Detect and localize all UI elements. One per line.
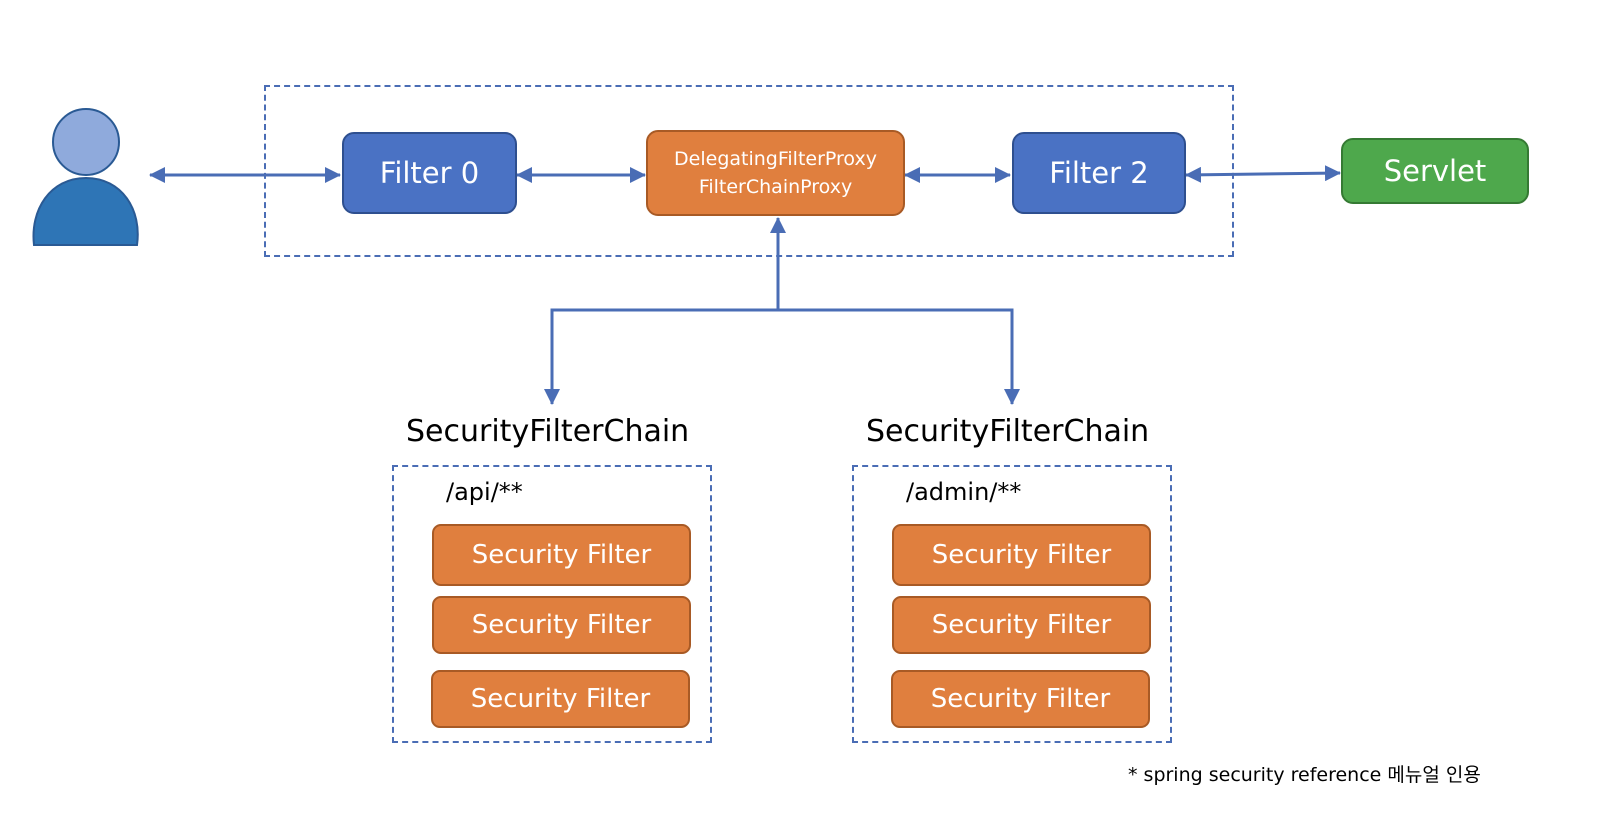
delegating-filter-proxy-box: DelegatingFilterProxy FilterChainProxy [646, 130, 905, 216]
security-filter-label: Security Filter [471, 540, 652, 570]
chain-api-title: SecurityFilterChain [406, 414, 690, 449]
security-filter-box: Security Filter [432, 524, 691, 586]
security-filter-box: Security Filter [431, 670, 690, 728]
security-filter-label: Security Filter [931, 540, 1112, 570]
user-icon [32, 108, 139, 246]
arrow-filter2-servlet [1185, 165, 1341, 183]
security-filter-label: Security Filter [470, 684, 651, 714]
filter-chain-container [264, 85, 1234, 257]
security-filter-label: Security Filter [931, 610, 1112, 640]
filter2-label: Filter 2 [1049, 156, 1149, 190]
servlet-label: Servlet [1383, 154, 1487, 188]
filter0-box: Filter 0 [342, 132, 517, 214]
chain-admin-title: SecurityFilterChain [866, 414, 1150, 449]
security-filter-box: Security Filter [891, 670, 1150, 728]
security-filter-box: Security Filter [892, 596, 1151, 654]
footnote: * spring security reference 메뉴얼 인용 [1128, 764, 1481, 786]
security-filter-box: Security Filter [432, 596, 691, 654]
filter0-label: Filter 0 [379, 156, 480, 190]
security-filter-box: Security Filter [892, 524, 1151, 586]
proxy-label-line1: DelegatingFilterProxy [674, 148, 877, 170]
filter2-box: Filter 2 [1012, 132, 1186, 214]
security-filter-label: Security Filter [471, 610, 652, 640]
chain-admin-container [852, 465, 1172, 743]
connector-branch [550, 308, 1014, 400]
chain-admin-path: /admin/** [906, 478, 1022, 506]
chain-api-container [392, 465, 712, 743]
chain-api-path: /api/** [446, 478, 523, 506]
servlet-box: Servlet [1341, 138, 1529, 204]
proxy-label-line2: FilterChainProxy [698, 176, 853, 198]
security-filter-label: Security Filter [930, 684, 1111, 714]
